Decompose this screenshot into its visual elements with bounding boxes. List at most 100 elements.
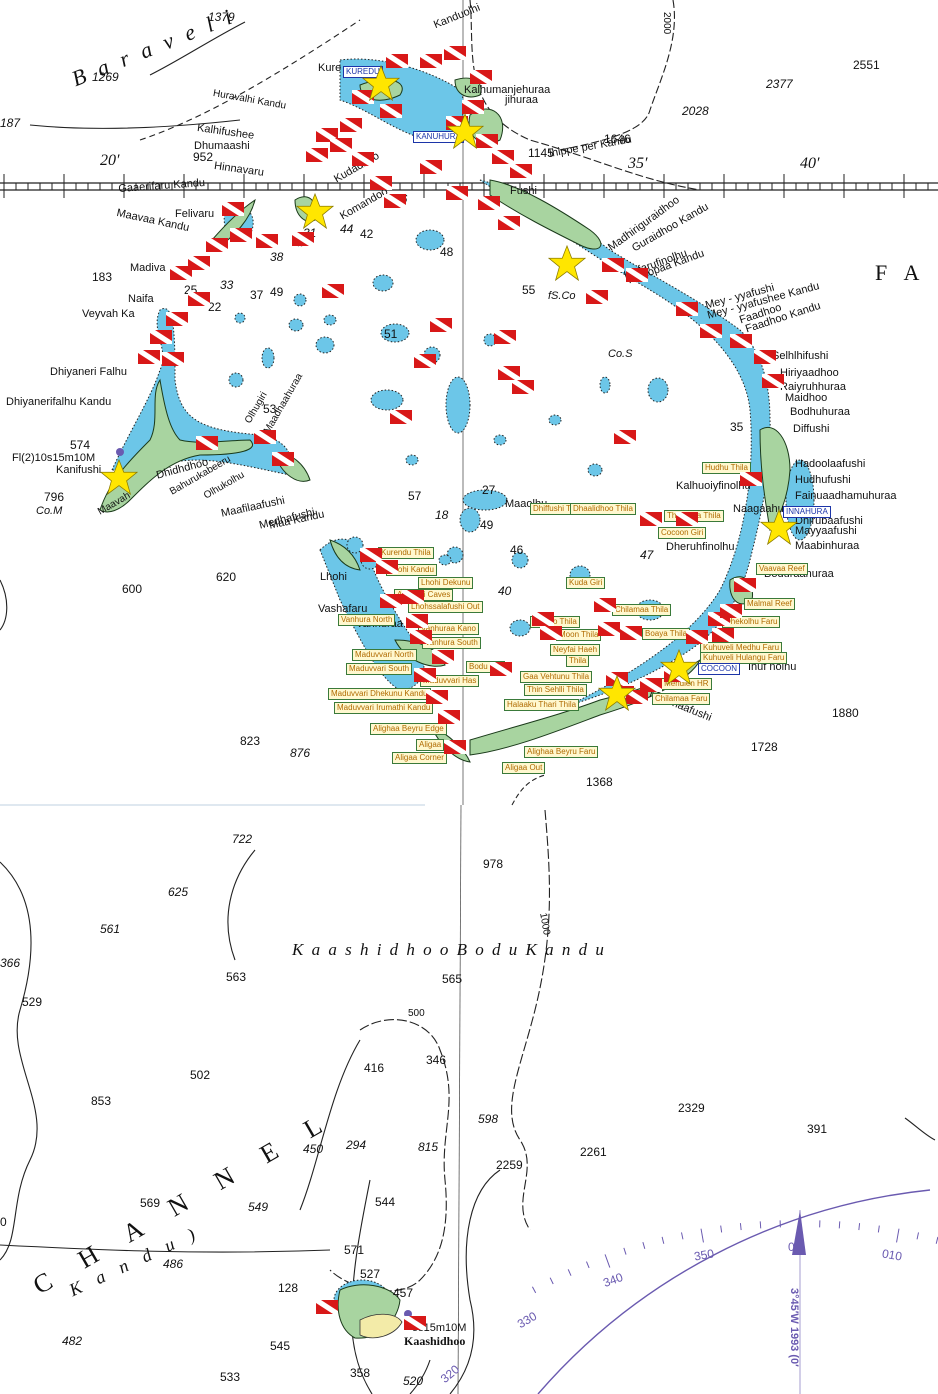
dive-flag-icon[interactable]: [532, 612, 554, 626]
dive-site-label[interactable]: Gaa Vehtunu Thila: [520, 671, 593, 683]
dive-flag-icon[interactable]: [540, 626, 562, 640]
dive-flag-icon[interactable]: [306, 148, 328, 162]
dive-site-label[interactable]: Aligaa Out: [502, 762, 546, 774]
resort-star-icon[interactable]: [100, 458, 138, 496]
dive-flag-icon[interactable]: [494, 330, 516, 344]
dive-flag-icon[interactable]: [322, 284, 344, 298]
dive-flag-icon[interactable]: [498, 216, 520, 230]
dive-site-label[interactable]: Chilamaa Thila: [612, 604, 672, 616]
dive-flag-icon[interactable]: [640, 512, 662, 526]
dive-flag-icon[interactable]: [498, 366, 520, 380]
dive-flag-icon[interactable]: [446, 186, 468, 200]
dive-flag-icon[interactable]: [686, 630, 708, 644]
dive-flag-icon[interactable]: [188, 292, 210, 306]
dive-flag-icon[interactable]: [444, 740, 466, 754]
dive-flag-icon[interactable]: [352, 90, 374, 104]
dive-flag-icon[interactable]: [150, 330, 172, 344]
dive-flag-icon[interactable]: [470, 70, 492, 84]
dive-site-label[interactable]: Lhohi Dekunu: [418, 577, 474, 589]
dive-flag-icon[interactable]: [376, 560, 398, 574]
dive-flag-icon[interactable]: [510, 164, 532, 178]
dive-flag-icon[interactable]: [352, 152, 374, 166]
dive-flag-icon[interactable]: [380, 104, 402, 118]
dive-site-label[interactable]: Halaaku Thari Thila: [504, 699, 580, 711]
dive-flag-icon[interactable]: [438, 710, 460, 724]
dive-flag-icon[interactable]: [586, 290, 608, 304]
resort-star-icon[interactable]: [362, 64, 400, 102]
dive-flag-icon[interactable]: [602, 258, 624, 272]
dive-site-label[interactable]: Thila: [566, 655, 590, 667]
dive-flag-icon[interactable]: [740, 472, 762, 486]
resort-star-icon[interactable]: [598, 674, 636, 712]
dive-site-label[interactable]: Maduvvari Dhekunu Kandu: [328, 688, 431, 700]
dive-flag-icon[interactable]: [430, 318, 452, 332]
dive-flag-icon[interactable]: [626, 268, 648, 282]
dive-site-label[interactable]: Aligaa: [416, 739, 445, 751]
dive-site-label[interactable]: Vanhuraa Kano: [418, 623, 480, 635]
dive-site-label[interactable]: Cocoon Giri: [658, 527, 707, 539]
dive-flag-icon[interactable]: [380, 594, 402, 608]
dive-site-label[interactable]: Aligaa Corner: [392, 752, 447, 764]
dive-flag-icon[interactable]: [272, 452, 294, 466]
dive-flag-icon[interactable]: [402, 590, 424, 604]
dive-site-label[interactable]: Kuhuveli Hulangu Faru: [700, 652, 788, 664]
resort-label-kuredu[interactable]: KUREDU: [343, 66, 383, 78]
dive-flag-icon[interactable]: [404, 1316, 426, 1330]
dive-flag-icon[interactable]: [700, 324, 722, 338]
dive-flag-icon[interactable]: [432, 650, 454, 664]
dive-flag-icon[interactable]: [712, 628, 734, 642]
dive-flag-icon[interactable]: [420, 160, 442, 174]
dive-flag-icon[interactable]: [614, 430, 636, 444]
dive-site-label[interactable]: Hudhu Thila: [702, 462, 751, 474]
dive-flag-icon[interactable]: [384, 194, 406, 208]
dive-flag-icon[interactable]: [676, 302, 698, 316]
dive-flag-icon[interactable]: [410, 630, 432, 644]
dive-flag-icon[interactable]: [720, 604, 742, 618]
dive-flag-icon[interactable]: [444, 46, 466, 60]
dive-site-label[interactable]: Moon Thila: [556, 629, 602, 641]
dive-flag-icon[interactable]: [206, 238, 228, 252]
dive-flag-icon[interactable]: [386, 54, 408, 68]
dive-flag-icon[interactable]: [188, 256, 210, 270]
dive-flag-icon[interactable]: [426, 690, 448, 704]
dive-site-label[interactable]: Lhohssalafushi Out: [408, 601, 483, 613]
resort-star-icon[interactable]: [660, 648, 698, 686]
resort-star-icon[interactable]: [760, 508, 798, 546]
dive-site-label[interactable]: Maduvvari Irumathi Kandu: [334, 702, 434, 714]
dive-site-label[interactable]: Boaya Thila: [642, 628, 691, 640]
dive-flag-icon[interactable]: [762, 374, 784, 388]
dive-flag-icon[interactable]: [594, 598, 616, 612]
dive-flag-icon[interactable]: [166, 312, 188, 326]
dive-flag-icon[interactable]: [640, 678, 662, 692]
dive-flag-icon[interactable]: [598, 622, 620, 636]
dive-flag-icon[interactable]: [414, 354, 436, 368]
dive-flag-icon[interactable]: [490, 662, 512, 676]
dive-site-label[interactable]: Maduvvari South: [346, 663, 413, 675]
dive-flag-icon[interactable]: [478, 196, 500, 210]
dive-flag-icon[interactable]: [730, 334, 752, 348]
dive-flag-icon[interactable]: [360, 548, 382, 562]
dive-flag-icon[interactable]: [734, 578, 756, 592]
resort-label-innahura[interactable]: INNAHURA: [783, 506, 831, 518]
dive-flag-icon[interactable]: [316, 1300, 338, 1314]
dive-site-label[interactable]: Alighaa Beyru Faru: [524, 746, 599, 758]
dive-flag-icon[interactable]: [754, 350, 776, 364]
dive-flag-icon[interactable]: [476, 134, 498, 148]
dive-flag-icon[interactable]: [292, 232, 314, 246]
dive-site-label[interactable]: Maduvvari North: [352, 649, 417, 661]
dive-flag-icon[interactable]: [222, 202, 244, 216]
dive-flag-icon[interactable]: [492, 150, 514, 164]
dive-site-label[interactable]: Thin Sehlli Thila: [524, 684, 587, 696]
resort-star-icon[interactable]: [296, 192, 334, 230]
dive-flag-icon[interactable]: [340, 118, 362, 132]
dive-flag-icon[interactable]: [676, 512, 698, 526]
dive-flag-icon[interactable]: [406, 614, 428, 628]
dive-flag-icon[interactable]: [162, 352, 184, 366]
resort-star-icon[interactable]: [446, 112, 484, 150]
dive-site-label[interactable]: Vanhura North: [338, 614, 396, 626]
dive-flag-icon[interactable]: [620, 626, 642, 640]
dive-flag-icon[interactable]: [420, 54, 442, 68]
dive-flag-icon[interactable]: [390, 410, 412, 424]
dive-site-label[interactable]: Kurendu Thila: [378, 547, 434, 559]
